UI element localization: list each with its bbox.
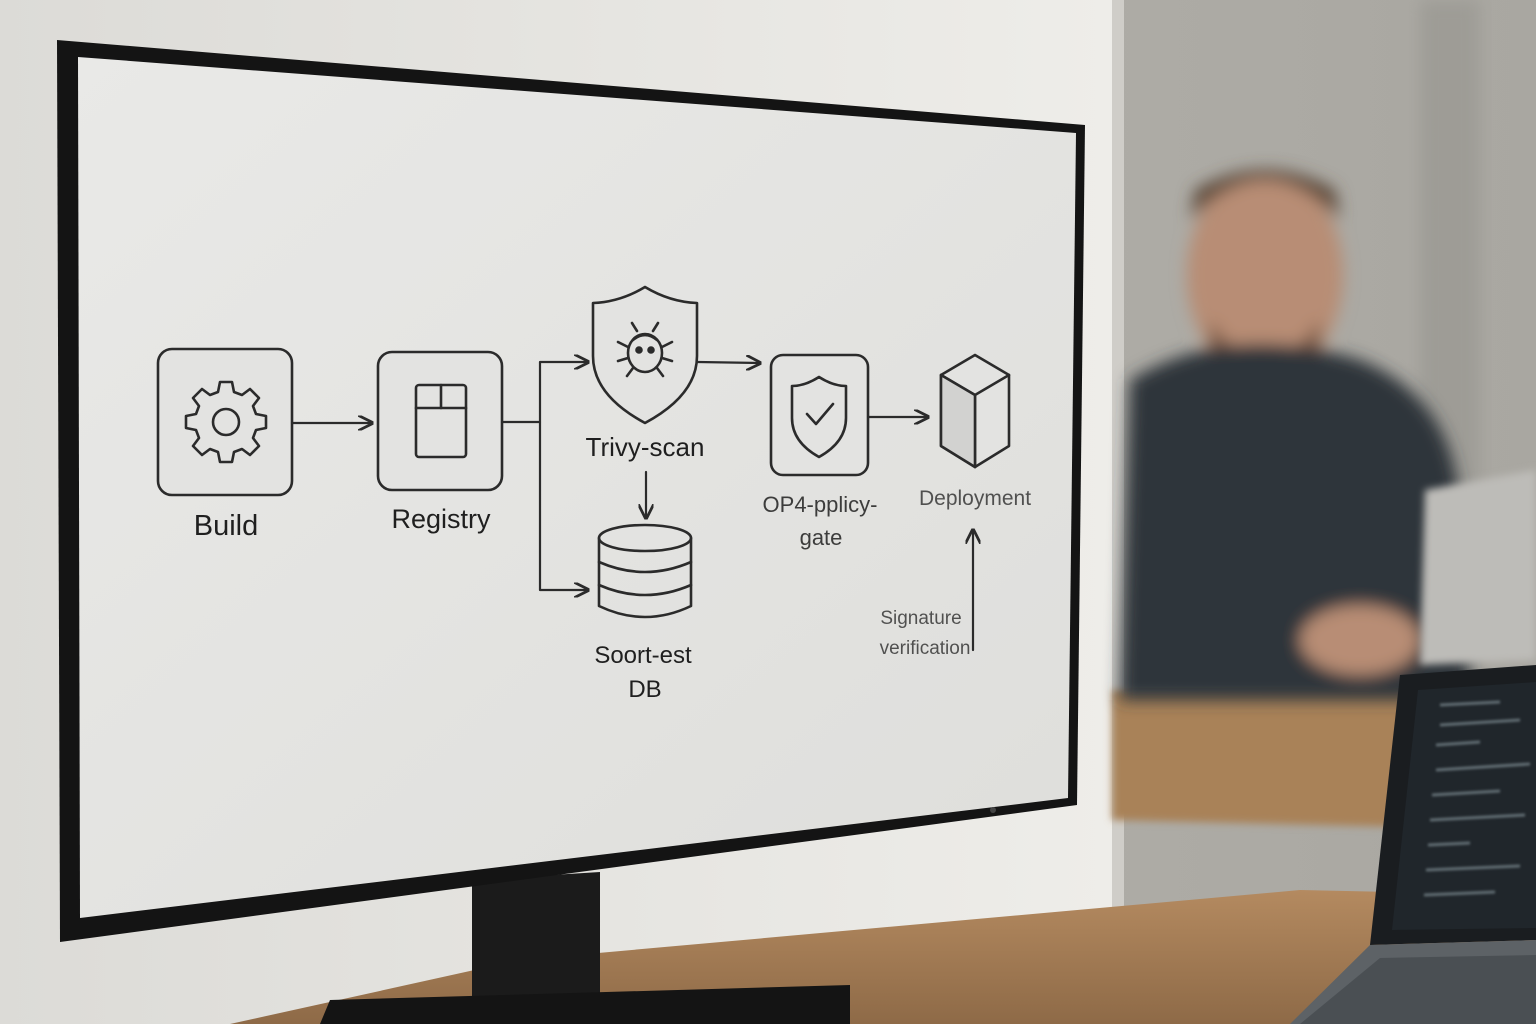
db-label-line1: Soort-est <box>594 642 692 669</box>
arrow-registry-trivy <box>500 362 588 424</box>
cube-icon <box>939 353 1011 469</box>
signature-label-line1: Signature <box>880 608 961 629</box>
bug-shield-icon <box>616 321 674 378</box>
rear-laptop <box>1420 470 1536 665</box>
arrow-trivy-opa <box>696 362 760 363</box>
signature-label-line2: verification <box>880 638 971 659</box>
flow-arrows <box>290 362 973 652</box>
build-box <box>156 347 294 497</box>
registry-label: Registry <box>391 504 491 534</box>
trivy-node <box>591 285 699 425</box>
registry-box <box>376 350 504 492</box>
container-registry-icon <box>414 383 468 459</box>
database-icon <box>597 523 693 619</box>
monitor-stand <box>320 872 850 1024</box>
pipeline-diagram <box>156 285 1011 652</box>
gear-icon <box>184 380 268 464</box>
person <box>1120 170 1470 700</box>
diagram-labels: Build Registry Trivy-scan Soort-est DB O… <box>194 432 1031 703</box>
database-node <box>597 523 693 619</box>
opa-label-line2: gate <box>800 525 843 550</box>
arrow-registry-db <box>538 420 588 590</box>
monitor-screen <box>78 57 1076 918</box>
deployment-label: Deployment <box>919 487 1031 510</box>
shield-outline <box>591 285 699 425</box>
opa-label-line1: OP4-pplicy- <box>763 492 878 517</box>
deployment-node <box>939 353 1011 469</box>
db-label-line2: DB <box>628 676 661 703</box>
trivy-label: Trivy-scan <box>586 432 705 462</box>
opa-node <box>769 353 870 477</box>
monitor <box>57 40 1085 942</box>
wall-edge <box>1112 0 1124 1024</box>
front-laptop <box>1290 665 1536 1024</box>
build-node <box>156 347 294 497</box>
shield-check-icon <box>790 375 848 459</box>
registry-node <box>376 350 504 492</box>
build-label: Build <box>194 510 259 542</box>
